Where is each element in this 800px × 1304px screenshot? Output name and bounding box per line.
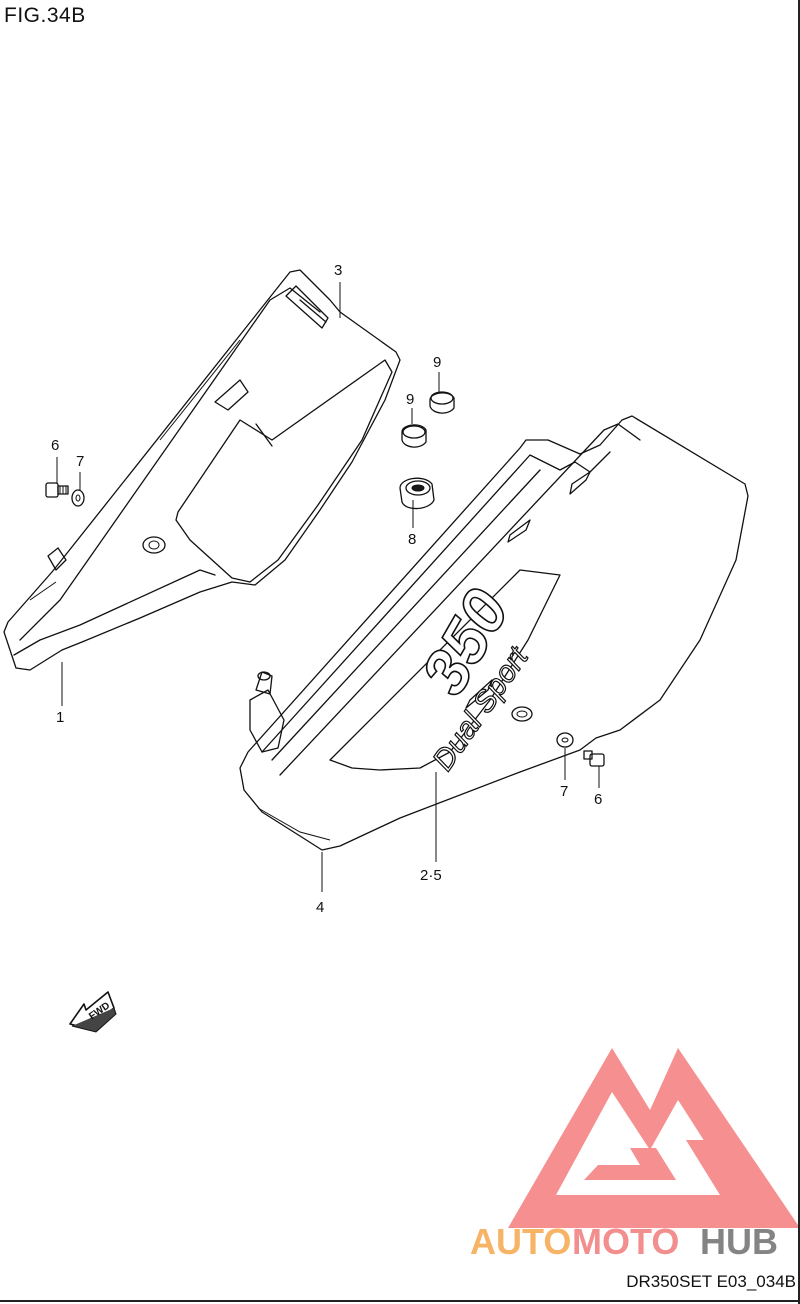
decal-graphic: 350 Dual Sport	[407, 577, 537, 777]
leader-lines	[56, 282, 600, 892]
watermark-logo	[508, 1048, 800, 1228]
grommet-8	[399, 477, 435, 510]
callout-7-left: 7	[76, 453, 84, 470]
figure-title: FIG.34B	[4, 4, 86, 27]
figure-code: DR350SET E03_034B	[626, 1272, 796, 1291]
callout-1: 1	[56, 709, 64, 726]
screw-6-left	[45, 482, 69, 498]
callout-4: 4	[316, 899, 324, 916]
frame-border-right	[798, 0, 800, 1304]
callout-3: 3	[334, 262, 342, 279]
watermark-moto: MOTO	[572, 1221, 679, 1262]
callout-6-right: 6	[594, 791, 602, 808]
callout-7-right: 7	[560, 783, 568, 800]
callout-9-upper: 9	[433, 354, 441, 371]
callout-8: 8	[408, 531, 416, 548]
left-side-cover	[3, 269, 401, 671]
callout-6-left: 6	[51, 437, 59, 454]
frame-border-bottom	[0, 1300, 800, 1302]
screw-6-right	[583, 750, 605, 767]
washer-7-right	[556, 732, 574, 748]
watermark-text: AUTO MOTO HUB	[470, 1221, 778, 1262]
grommet-9-lower	[401, 424, 427, 448]
right-side-cover	[239, 415, 749, 851]
watermark-auto: AUTO	[470, 1221, 571, 1262]
callout-2-5: 2·5	[420, 867, 442, 884]
grommet-9-upper	[429, 391, 455, 414]
fwd-arrow-icon: FWD	[69, 991, 117, 1033]
watermark-hub: HUB	[700, 1221, 778, 1262]
washer-7-left	[71, 489, 85, 507]
callout-9-lower: 9	[406, 391, 414, 408]
